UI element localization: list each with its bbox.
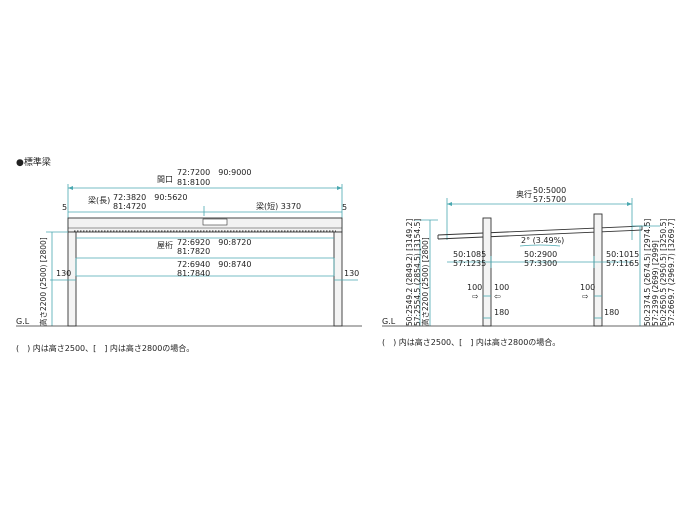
arrow-in-icon-2: ⇨ — [582, 292, 589, 301]
right-post — [333, 231, 343, 327]
dim-130-right: 130 — [344, 269, 360, 278]
rear-post — [593, 213, 603, 327]
arrow-out-icon: ⇦ — [494, 292, 501, 301]
beam-joint — [202, 218, 228, 226]
slope-arc — [519, 244, 561, 247]
left-offset-1: 50:1085 — [453, 250, 487, 259]
post-left-180: 180 — [494, 308, 510, 317]
sloped-roof-bottom — [437, 229, 643, 240]
beam-long-value-2: 81:4720 — [113, 202, 147, 211]
opening-value-2: 81:8100 — [177, 178, 211, 187]
arrow-left-icon — [447, 202, 452, 206]
arrow-in-icon: ⇨ — [472, 292, 479, 301]
beam-long-value-1: 72:3820 90:5620 — [113, 193, 188, 202]
beam-short-value: 梁(短) 3370 — [256, 202, 302, 211]
inner-value-2: 81:7840 — [177, 269, 211, 278]
arrow-left-icon — [68, 186, 73, 190]
end-offset-left: 5 — [62, 203, 68, 212]
left-height-label-3: 高さ2200 (2500) [2800] — [421, 237, 430, 326]
purlin-value-1: 72:6920 90:8720 — [177, 238, 252, 247]
opening-value-1: 72:7200 90:9000 — [177, 168, 252, 177]
height-vertical-label: 高さ2200 (2500) [2800] — [39, 237, 48, 326]
depth-value-2: 57:5700 — [533, 195, 567, 204]
sloped-roof-top — [437, 225, 643, 236]
opening-label: 間口 — [157, 175, 173, 184]
left-post — [67, 231, 77, 327]
right-height-label-4: 57:2669.7 (2969.7) [3269.7] — [667, 218, 676, 326]
inner-value-1: 72:6940 90:8740 — [177, 260, 252, 269]
front-post — [482, 217, 492, 327]
center-value-2: 57:3300 — [524, 259, 558, 268]
post-left-100-outer: 100 — [467, 283, 483, 292]
right-offset-2: 57:1165 — [606, 259, 640, 268]
left-offset-2: 57:1235 — [453, 259, 487, 268]
dim-130-left: 130 — [56, 269, 72, 278]
section-title: ●標準梁 — [16, 158, 51, 168]
depth-label: 奥行 — [516, 190, 532, 199]
center-value-1: 50:2900 — [524, 250, 558, 259]
ground-label-left: G.L — [16, 317, 30, 326]
depth-value-1: 50:5000 — [533, 186, 567, 195]
beam-long-label: 梁(長) — [88, 196, 111, 205]
purlin-value-2: 81:7820 — [177, 247, 211, 256]
note-left: ( ) 内は高さ2500、[ ] 内は高さ2800の場合。 — [16, 344, 195, 353]
arrow-right-icon — [627, 202, 632, 206]
post-right-180: 180 — [604, 308, 620, 317]
slope-label: 2° (3.49%) — [521, 236, 565, 245]
right-offset-1: 50:1015 — [606, 250, 640, 259]
post-left-100-inner: 100 — [494, 283, 510, 292]
arrow-right-icon — [337, 186, 342, 190]
end-offset-right: 5 — [342, 203, 348, 212]
note-right: ( ) 内は高さ2500、[ ] 内は高さ2800の場合。 — [382, 338, 561, 347]
ground-label-right: G.L — [382, 317, 396, 326]
post-right-100: 100 — [580, 283, 596, 292]
purlin-label: 屋桁 — [157, 241, 173, 250]
